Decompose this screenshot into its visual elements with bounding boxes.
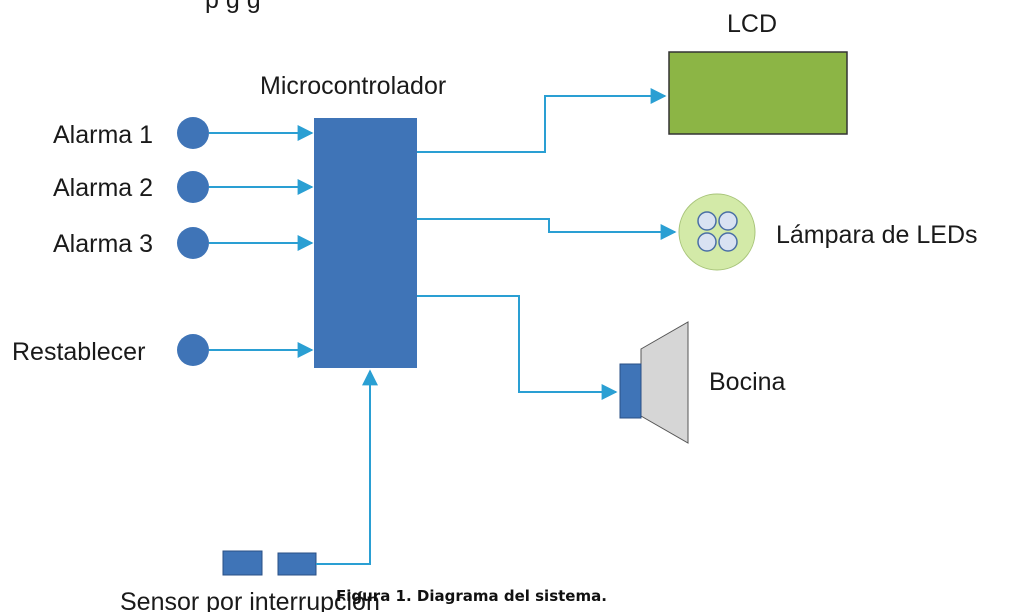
top-text-fragment: p g g bbox=[205, 0, 261, 14]
led-3 bbox=[697, 232, 717, 252]
microcontroller-block bbox=[314, 118, 417, 368]
led-1 bbox=[697, 211, 717, 231]
arrow-speaker bbox=[417, 295, 618, 400]
input-label-alarma-1: Alarma 1 bbox=[53, 121, 153, 149]
input-label-alarma-2: Alarma 2 bbox=[53, 174, 153, 202]
led-lamp bbox=[678, 193, 756, 271]
lcd-label: LCD bbox=[727, 10, 777, 38]
microcontroller-label: Microcontrolador bbox=[260, 72, 446, 100]
arrow-sensor bbox=[316, 369, 378, 565]
lcd-display bbox=[668, 51, 848, 135]
sensor-label: Sensor por interrupción bbox=[120, 588, 380, 612]
alarma-3-button-node bbox=[177, 227, 209, 259]
alarma-2-button-node bbox=[177, 171, 209, 203]
sensor-receiver-block bbox=[277, 552, 317, 576]
figure-caption: Figura 1. Diagrama del sistema. bbox=[336, 587, 607, 605]
input-label-restablecer: Restablecer bbox=[12, 338, 145, 366]
arrow-lamp bbox=[417, 218, 677, 240]
sensor-emitter-block bbox=[222, 550, 263, 576]
alarma-1-button-node bbox=[177, 117, 209, 149]
input-label-alarma-3: Alarma 3 bbox=[53, 230, 153, 258]
speaker-label: Bocina bbox=[709, 368, 786, 396]
restablecer-button-node bbox=[177, 334, 209, 366]
led-2 bbox=[718, 211, 738, 231]
arrow-lcd bbox=[417, 88, 667, 153]
speaker-magnet bbox=[619, 363, 642, 419]
speaker-cone bbox=[640, 321, 689, 444]
led-4 bbox=[718, 232, 738, 252]
lamp-label: Lámpara de LEDs bbox=[776, 221, 978, 249]
